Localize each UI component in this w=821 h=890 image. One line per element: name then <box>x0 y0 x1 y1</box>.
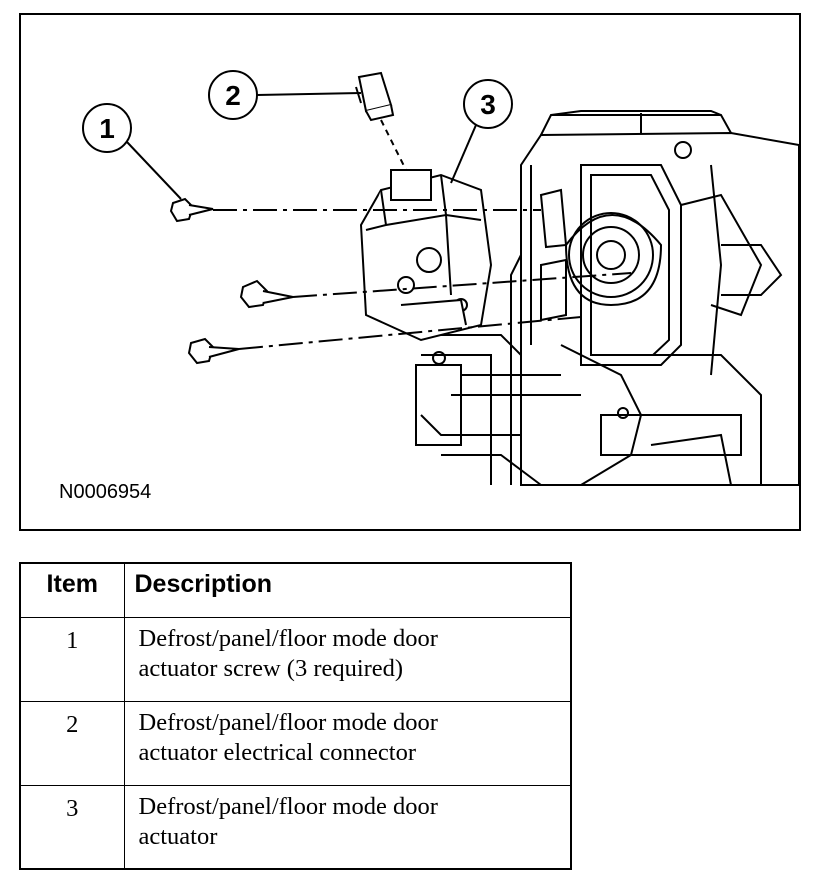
item-number: 1 <box>19 616 125 702</box>
description-line: actuator screw (3 required) <box>138 654 404 682</box>
screws <box>169 197 632 365</box>
svg-text:3: 3 <box>480 89 496 120</box>
item-number: 2 <box>19 700 125 786</box>
description-line: Defrost/panel/floor mode door <box>138 708 438 736</box>
illustration-frame: 1 2 3 N0006954 <box>19 13 801 531</box>
header-description: Description <box>123 562 572 618</box>
svg-text:2: 2 <box>225 80 241 111</box>
figure-id: N0006954 <box>59 481 152 503</box>
description-line: Defrost/panel/floor mode door <box>138 792 438 820</box>
table-header-row: Item Description <box>19 562 572 618</box>
callout-1: 1 <box>82 103 182 200</box>
description-line: Defrost/panel/floor mode door <box>138 624 438 652</box>
svg-text:1: 1 <box>99 113 115 144</box>
header-item: Item <box>19 562 125 618</box>
item-number: 3 <box>19 784 125 870</box>
mode-door-actuator <box>359 169 493 342</box>
description-line: actuator electrical connector <box>138 738 417 766</box>
exploded-view-drawing: 1 2 3 <box>82 70 799 486</box>
hvac-housing <box>415 110 799 486</box>
description-line: actuator <box>138 822 218 850</box>
callout-2: 2 <box>208 70 362 120</box>
callout-3: 3 <box>450 79 513 184</box>
parts-table: Item Description 1 Defrost/panel/floor m… <box>19 562 572 870</box>
electrical-connector <box>355 71 407 171</box>
